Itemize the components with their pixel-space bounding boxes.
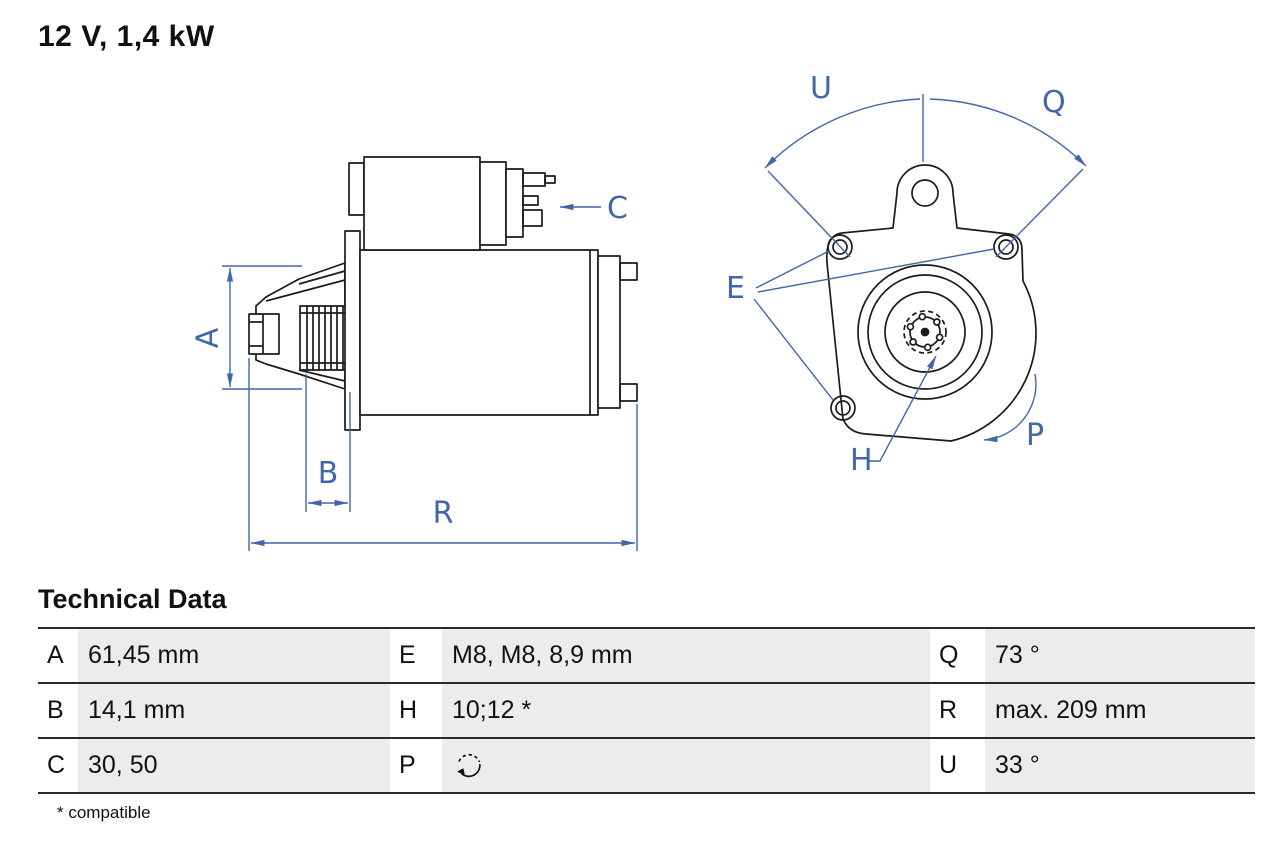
spec-value-e: M8, M8, 8,9 mm [442,627,930,683]
spec-key-a: A [38,627,78,683]
spec-value-b: 14,1 mm [78,682,390,738]
dim-label-r: R [433,496,454,531]
side-view [248,156,638,431]
spec-value-u: 33 ° [985,737,1255,794]
spec-value-p [442,737,930,794]
spec-key-b: B [38,682,78,738]
spec-key-q: Q [930,627,985,683]
table-row: A 61,45 mm E M8, M8, 8,9 mm Q 73 ° [38,627,1255,683]
dimension-annotations [222,94,1087,551]
front-view [825,164,1037,442]
rotation-direction-icon [457,753,481,777]
technical-data-heading: Technical Data [38,584,227,614]
spec-key-u: U [930,737,985,794]
dim-label-p: P [1026,418,1044,453]
dim-label-q: Q [1042,85,1066,120]
spec-value-q: 73 ° [985,627,1255,683]
spec-value-c: 30, 50 [78,737,390,794]
spec-key-e: E [390,627,442,683]
dim-label-c: C [607,191,628,226]
spec-value-h: 10;12 * [442,682,930,738]
table-row: B 14,1 mm H 10;12 * R max. 209 mm [38,682,1255,738]
spec-key-p: P [390,737,442,794]
technical-data-section: Technical Data A 61,45 mm E M8, M8, 8,9 … [38,584,1255,823]
page-title: 12 V, 1,4 kW [38,20,215,53]
spec-key-r: R [930,682,985,738]
dimension-labels: A B C R U Q E H P [191,71,1066,531]
spec-key-c: C [38,737,78,794]
spec-key-h: H [390,682,442,738]
dim-label-u: U [810,71,832,106]
technical-drawing: A B C R U Q E H P [191,71,1087,551]
dim-label-a: A [191,327,226,348]
table-row: C 30, 50 P U 33 ° [38,737,1255,794]
dim-label-e: E [726,271,745,306]
footnote: * compatible [57,803,151,822]
dim-label-h: H [850,443,873,478]
spec-value-a: 61,45 mm [78,627,390,683]
spec-value-r: max. 209 mm [985,682,1255,738]
dim-label-b: B [318,456,339,491]
technical-data-table: A 61,45 mm E M8, M8, 8,9 mm Q 73 ° B 14,… [38,627,1255,794]
